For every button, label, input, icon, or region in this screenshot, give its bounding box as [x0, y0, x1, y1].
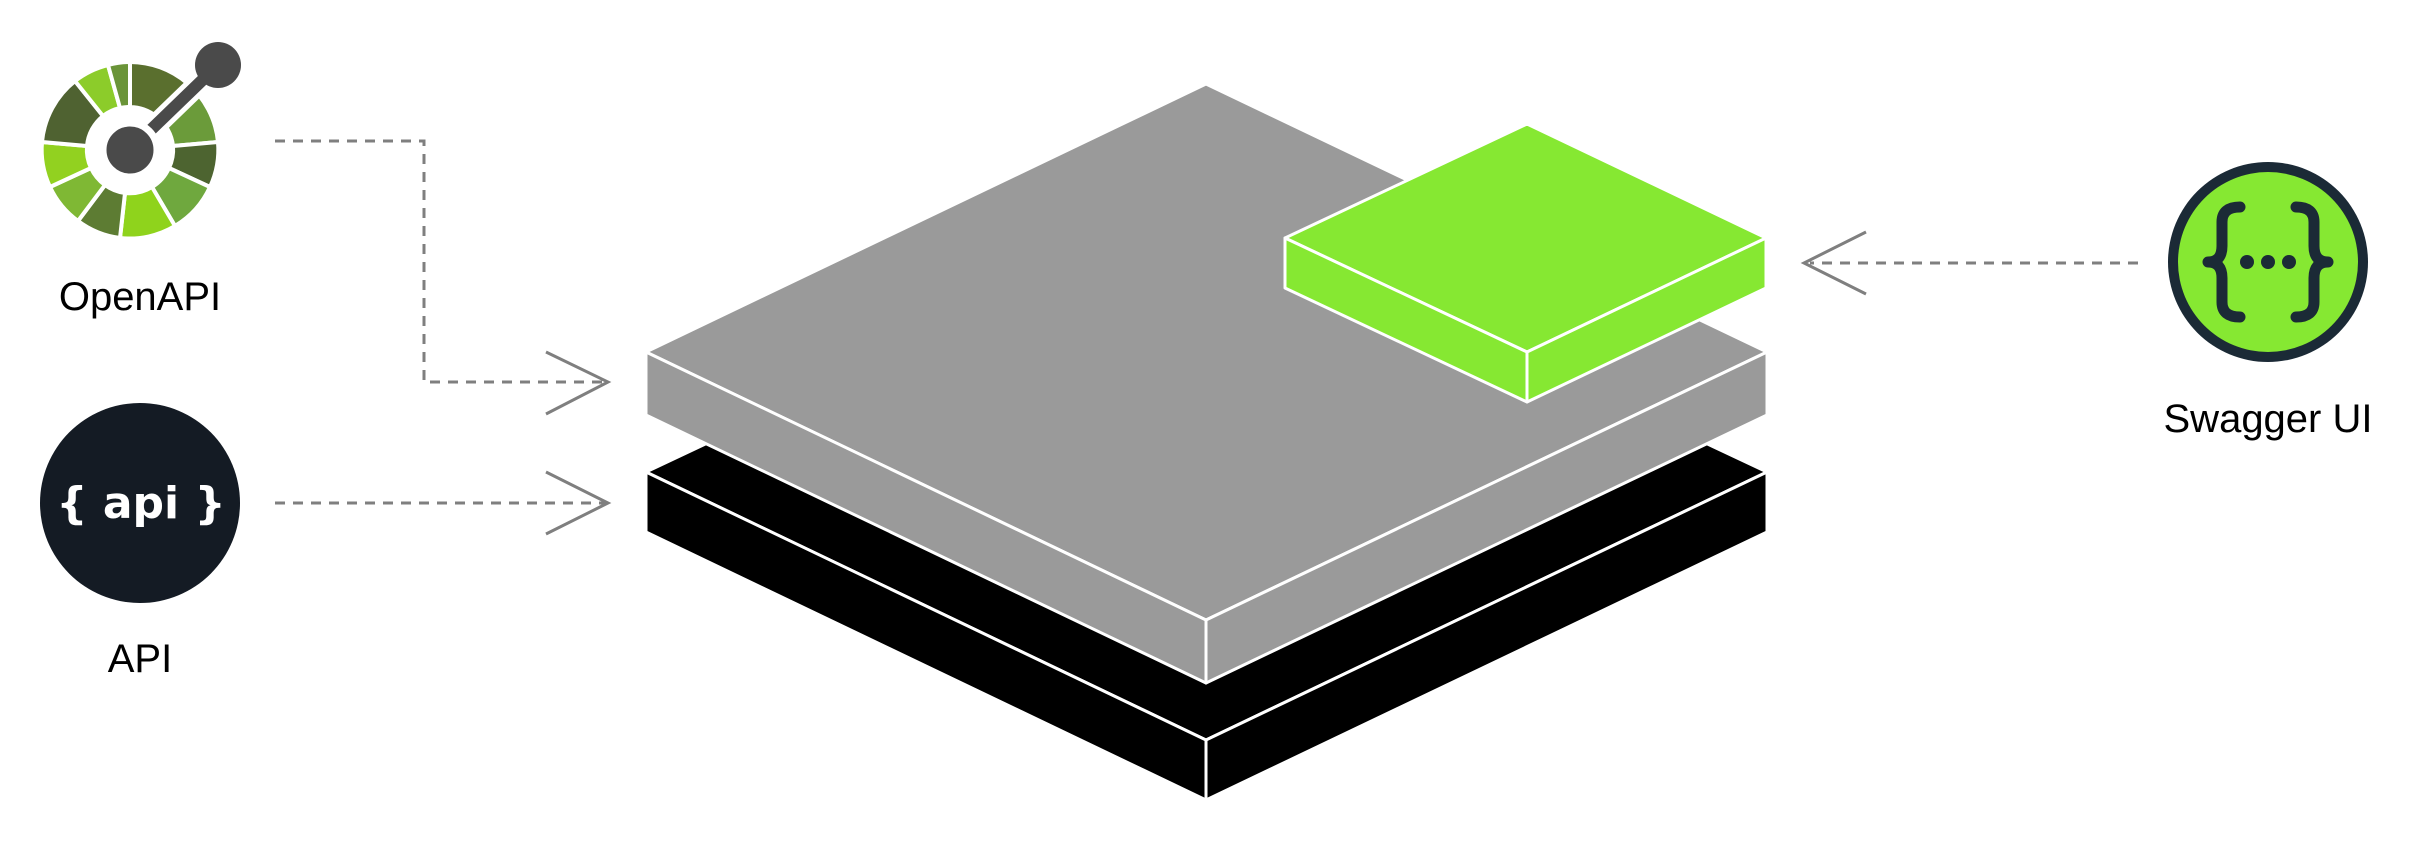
layer-stack: [644, 82, 1769, 802]
api-arrowhead: [545, 470, 612, 536]
gray-platform-layer: [644, 82, 1769, 685]
swagger-connector: [1800, 230, 2138, 296]
swagger-dot-2: [2261, 255, 2275, 269]
openapi-arrowhead: [545, 350, 612, 416]
api-label: API: [108, 637, 172, 681]
swagger-logo-icon: [2168, 162, 2368, 362]
swagger-ui-block: [1283, 122, 1768, 404]
api-badge-icon: { api }: [40, 403, 240, 603]
openapi-dashed-line: [275, 139, 605, 384]
swagger-dot-1: [2240, 255, 2254, 269]
black-base-right-side: [1204, 470, 1769, 802]
swagger-label: Swagger UI: [2164, 397, 2373, 441]
api-connector: [275, 470, 612, 536]
api-badge-text: { api }: [56, 478, 226, 529]
openapi-label: OpenAPI: [59, 275, 221, 319]
gray-platform-right-side: [1204, 350, 1769, 685]
openapi-logo-node: [195, 42, 241, 88]
openapi-connector: [275, 139, 612, 416]
green-block-right-side: [1525, 236, 1768, 404]
openapi-logo-hub: [99, 119, 161, 181]
openapi-logo-icon: [39, 42, 241, 241]
swagger-left-brace: [2202, 201, 2246, 323]
swagger-dot-3: [2282, 255, 2296, 269]
connectors: [275, 139, 2138, 536]
swagger-arrowhead: [1800, 230, 1867, 296]
swagger-right-brace: [2290, 201, 2334, 323]
